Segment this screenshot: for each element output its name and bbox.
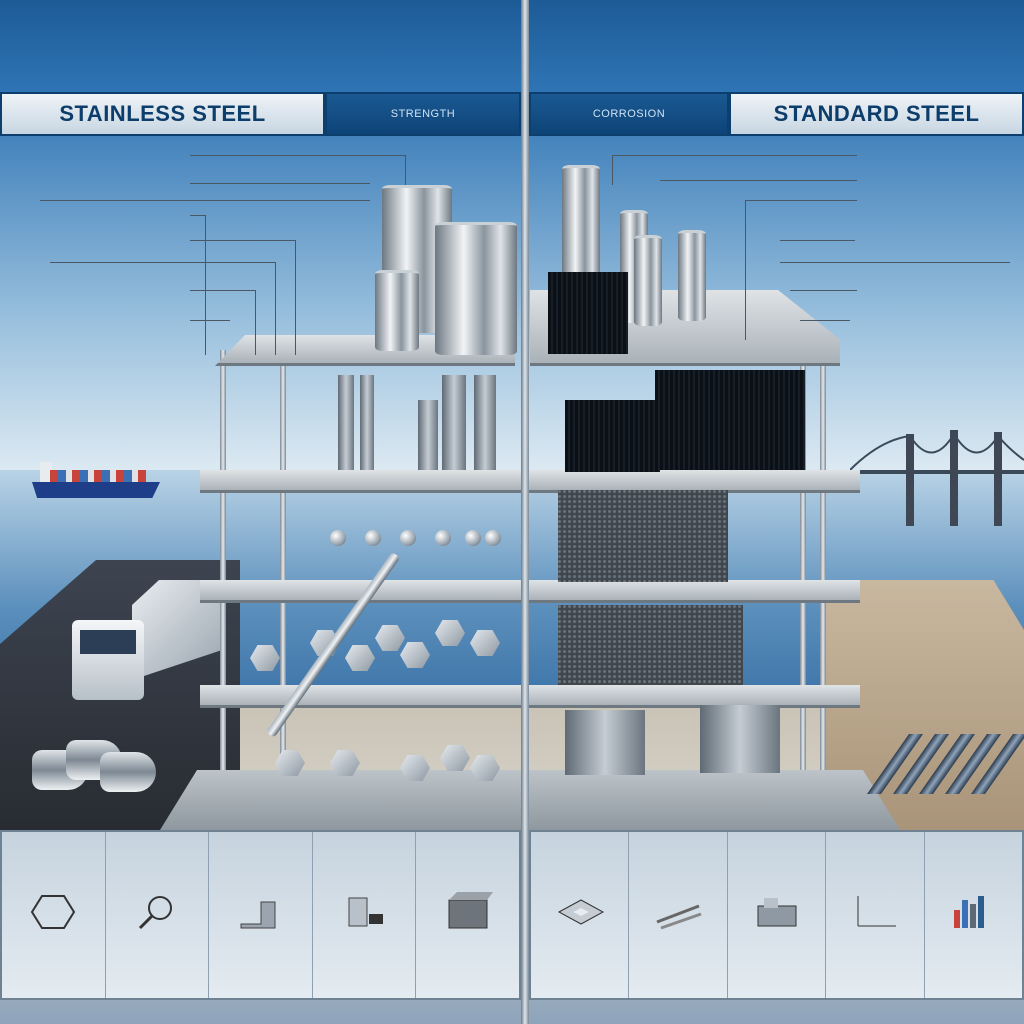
leader-line [190,215,205,216]
leader-line [50,262,275,263]
round-bar [435,530,451,546]
hex-bar [470,630,500,656]
square-frame-icon [555,892,605,932]
property-column [925,832,1022,998]
steel-storage-rack [160,165,900,830]
hex-bar [400,642,430,668]
hex-bar [250,645,280,671]
leader-line [275,262,276,355]
round-bar [400,530,416,546]
round-bar [330,530,346,546]
leader-line [190,290,255,291]
leader-line [660,180,857,181]
leader-line [190,155,405,156]
stainless-steel-title: STAINLESS STEEL [0,92,325,136]
leader-line [745,200,857,201]
leader-line [745,200,746,340]
steel-pipes-icon [32,730,162,800]
hexagon-icon [28,892,78,932]
leader-line [295,240,296,355]
center-divider [521,0,529,1024]
round-bar [485,530,501,546]
standard-steel-title: STANDARD STEEL [729,92,1024,136]
leader-line [190,240,295,241]
steel-plate [418,400,438,470]
leader-line [612,155,613,185]
header-stainless: STAINLESS STEEL STRENGTH [0,92,521,136]
leader-line [205,215,206,355]
property-column [106,832,210,998]
corrosion-tab[interactable]: CORROSION [529,92,729,136]
rods-icon [653,892,703,932]
leader-line [780,262,1010,263]
property-column [728,832,827,998]
header-standard: CORROSION STANDARD STEEL [529,92,1024,136]
steel-coil [375,270,419,351]
steel-channel [700,705,780,773]
steel-plate [360,375,374,470]
steel-plate [474,375,496,470]
property-column [313,832,417,998]
leader-line [190,183,370,184]
strength-tab[interactable]: STRENGTH [325,92,521,136]
steel-coil [435,222,517,355]
magnifier-icon [132,892,182,932]
suspension-bridge-icon [850,430,1024,526]
leader-line [790,290,857,291]
hex-bar [440,745,470,771]
rack-post [220,350,226,770]
steel-tube [562,165,600,286]
steel-mesh-block [565,400,660,472]
leader-line [40,200,370,201]
hex-bar [375,625,405,651]
steel-plate [442,375,466,470]
leader-line [612,155,857,156]
bracket-icon [235,892,285,932]
round-bar [365,530,381,546]
property-column [531,832,630,998]
leader-line [405,155,406,185]
mesh-cube-icon [443,892,493,932]
stainless-properties-table [0,830,521,1000]
hex-bar [435,620,465,646]
standard-properties-table [529,830,1024,1000]
shelf-4 [200,685,860,708]
shelf-3 [200,580,860,603]
property-column [629,832,728,998]
steel-block [558,490,728,582]
property-column [416,832,519,998]
property-column [209,832,313,998]
container-ship-icon [32,462,160,498]
block-icon [339,892,389,932]
steel-tube [634,235,662,326]
leader-line [255,290,256,355]
steel-sheet-stack [655,370,805,470]
rack-post [280,350,286,770]
leader-line [190,320,230,321]
steel-channel [565,710,645,775]
steel-tube [678,230,706,321]
leader-line [780,240,855,241]
steel-bars-icon [866,730,1024,800]
steel-plate [338,375,354,470]
rack-base [160,770,900,830]
hex-bar [345,645,375,671]
bar-chart-icon [948,892,998,932]
round-bar [465,530,481,546]
steel-mesh-block [548,272,628,354]
property-column [826,832,925,998]
property-column [2,832,106,998]
rack-post [800,350,806,770]
rack-post [820,350,826,770]
axis-icon [850,892,900,932]
machine-icon [752,892,802,932]
shelf-2 [200,470,860,493]
steel-block [558,605,743,685]
leader-line [800,320,850,321]
